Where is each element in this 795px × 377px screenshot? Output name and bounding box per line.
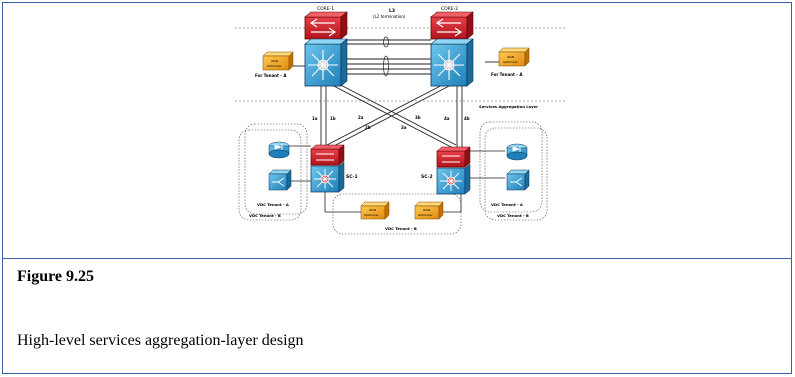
link-label-4b: 4b (464, 116, 470, 121)
firewall-appliance-left (268, 141, 290, 159)
vdc-tenant-b-bottom-label: VDC Tenant - B (385, 226, 417, 231)
wan-optimizer-bottom-left: WAN Optimizer (360, 201, 390, 220)
core-1-switch (304, 11, 348, 87)
core-2-switch (430, 11, 474, 87)
vdc-tenant-b-left-box (238, 129, 302, 221)
vdc-tenant-a-right-box (479, 121, 543, 213)
wan-optimizer-left: WAN Optimizer (262, 51, 294, 71)
caption-divider (2, 258, 792, 259)
port-channel-ellipses (383, 36, 389, 77)
load-balancer-appliance-right (506, 169, 530, 191)
wan-optimizer-bottom-right: WAN Optimizer (414, 201, 444, 220)
figure-caption: High-level services aggregation-layer de… (17, 332, 304, 349)
for-tenant-a-left-label: For Tenant - A (255, 73, 287, 78)
l3-label: L3 (389, 8, 395, 14)
svg-text:Optimizer: Optimizer (364, 213, 379, 217)
link-label-2a: 2a (358, 115, 364, 120)
for-tenant-a-right-label: For Tenant - A (491, 72, 523, 77)
svg-text:Optimizer: Optimizer (418, 213, 433, 217)
sc-1-label: SC-1 (346, 174, 358, 180)
wan-optimizer-right: WAN Optimizer (498, 47, 530, 67)
sc-2-label: SC-2 (421, 174, 433, 180)
vdc-tenant-b-right-box (484, 127, 548, 221)
svg-text:WAN: WAN (369, 208, 376, 212)
vdc-tenant-b-left-label: VDC Tenant - B (249, 213, 281, 218)
link-label-3a: 3a (401, 125, 407, 130)
vdc-tenant-b-bottom-box (332, 193, 462, 235)
firewall-appliance-right (506, 143, 528, 161)
services-aggregation-layer-label: Services Aggregation Layer (479, 104, 538, 109)
core-1-label: CORE-1 (317, 6, 334, 12)
link-label-1b: 1b (330, 116, 336, 121)
link-label-4a: 4a (444, 116, 450, 121)
sc-2-switch (436, 146, 471, 195)
vdc-tenant-a-left-label: VDC Tenant - A (257, 202, 289, 207)
link-label-3b: 3b (415, 115, 421, 120)
svg-text:WAN: WAN (271, 59, 278, 63)
sc-1-switch (310, 144, 345, 193)
core-sc-links (289, 39, 499, 149)
svg-text:WAN: WAN (423, 208, 430, 212)
vdc-tenant-a-left-box (244, 123, 308, 215)
link-label-2b: 2b (365, 125, 371, 130)
svg-text:Optimizer: Optimizer (267, 64, 282, 68)
load-balancer-appliance-left (268, 169, 292, 191)
link-label-1a: 1a (312, 116, 318, 121)
svg-text:Optimizer: Optimizer (503, 60, 518, 64)
core-2-label: CORE-2 (441, 6, 458, 12)
network-diagram: CORE-1 CORE-2 L3 (L2 termination) WAN Op… (235, 6, 565, 235)
l2-termination-label: (L2 termination) (373, 14, 406, 19)
vdc-tenant-a-right-label: VDC Tenant - A (491, 202, 523, 207)
svg-text:WAN: WAN (507, 55, 514, 59)
figure-title: Figure 9.25 (17, 268, 95, 285)
vdc-tenant-b-right-label: VDC Tenant - B (497, 213, 529, 218)
